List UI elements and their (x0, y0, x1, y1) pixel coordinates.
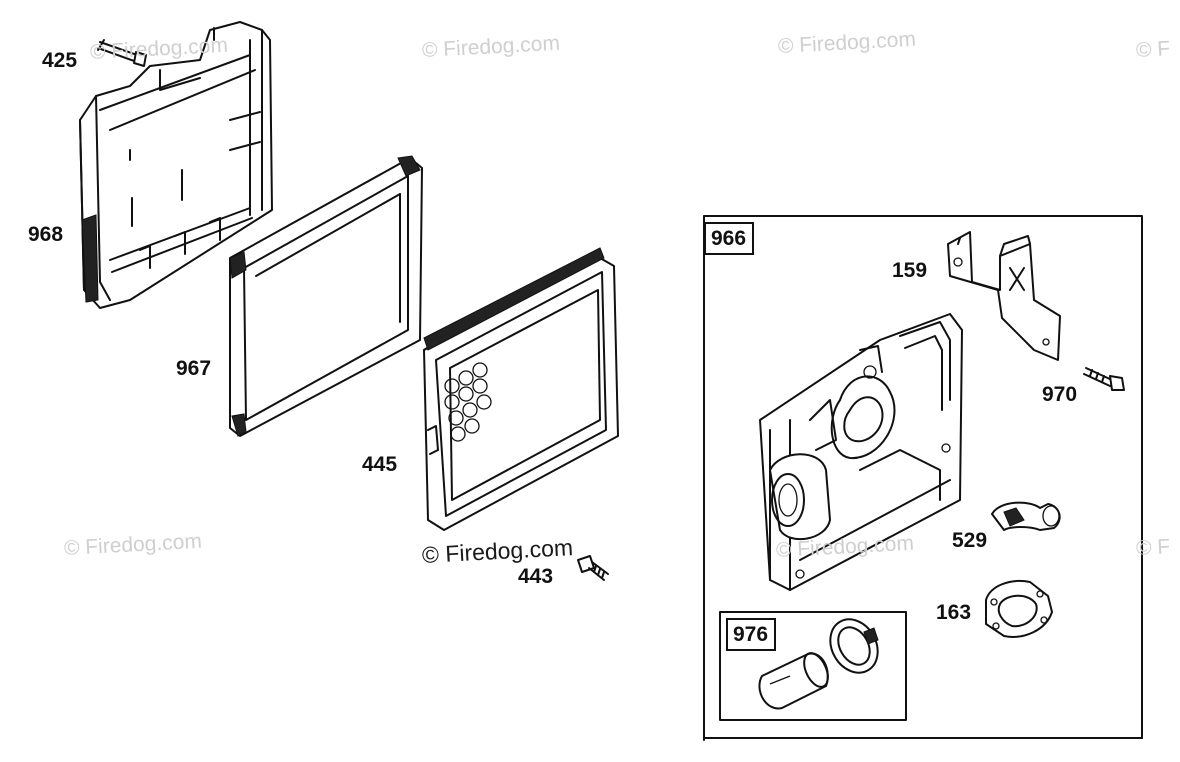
group-label-976: 976 (726, 618, 777, 651)
carburetor-mount-drawing (759, 313, 963, 591)
watermark-4: © F (1135, 37, 1171, 62)
pre-filter-967-drawing (229, 155, 423, 437)
screw-443-drawing (577, 555, 609, 581)
part-label-443: 443 (518, 565, 554, 588)
part-label-968: 968 (28, 223, 64, 246)
part-label-529: 529 (952, 529, 988, 552)
part-label-425: 425 (42, 49, 78, 72)
filter-445-drawing (423, 247, 619, 531)
bolt-425-drawing (97, 39, 147, 67)
box-966-frame (703, 215, 1143, 741)
screw-970-drawing (1083, 367, 1125, 391)
elbow-529-drawing (991, 501, 1061, 531)
bracket-159-drawing (947, 231, 1061, 361)
part-label-159: 159 (892, 259, 928, 282)
gasket-163-drawing (985, 580, 1053, 638)
part-label-445: 445 (362, 453, 398, 476)
part-label-967: 967 (176, 357, 212, 380)
group-label-966: 966 (704, 222, 755, 255)
part-label-163: 163 (936, 601, 972, 624)
box-976-frame (719, 611, 907, 721)
air-cleaner-base-968-drawing (79, 21, 273, 309)
watermark-7: © F (1135, 535, 1171, 560)
part-label-970: 970 (1042, 383, 1078, 406)
